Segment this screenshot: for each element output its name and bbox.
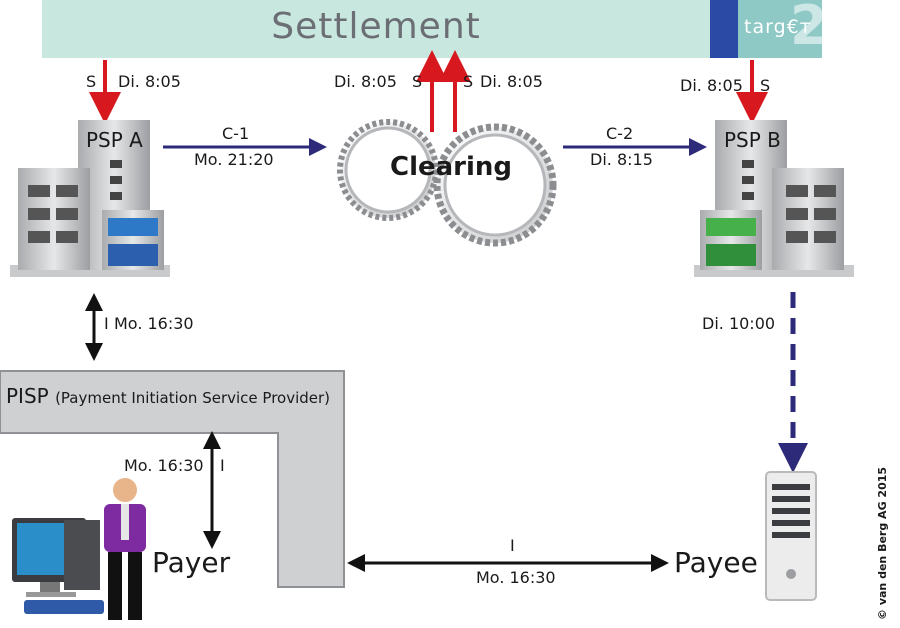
settlement-bar xyxy=(42,0,710,58)
c1-code: C-1 xyxy=(222,124,250,143)
target2-stripe xyxy=(710,0,738,58)
c2-time: Di. 8:15 xyxy=(590,150,653,169)
pisp-label: PISP (Payment Initiation Service Provide… xyxy=(6,384,330,408)
target2-logo xyxy=(738,0,822,58)
copyright-text: © van den Berg AG 2015 xyxy=(876,466,889,620)
psp-a-label: PSP A xyxy=(86,128,143,152)
payer-payee-time: Mo. 16:30 xyxy=(476,568,556,587)
psp-a-pisp-time: Mo. 16:30 xyxy=(114,314,194,333)
pisp-payer-code: I xyxy=(220,456,225,475)
psp-b-settle-time: Di. 8:05 xyxy=(680,76,743,95)
target2-logo-digit: 2 xyxy=(790,0,828,57)
pisp-box xyxy=(0,370,345,588)
target2-logo-text: targ€т xyxy=(744,16,812,38)
psp-a-pisp-code: I xyxy=(104,314,109,333)
payer-label: Payer xyxy=(152,546,231,579)
psp-b-payee-time: Di. 10:00 xyxy=(702,314,776,333)
psp-a-settle-time: Di. 8:05 xyxy=(118,72,181,91)
pisp-abbr: PISP xyxy=(6,384,49,408)
psp-a-settle-code: S xyxy=(86,72,97,91)
payer-person-icon xyxy=(104,478,146,620)
pisp-full-name: (Payment Initiation Service Provider) xyxy=(55,389,331,407)
payee-label: Payee xyxy=(674,546,758,579)
settlement-title: Settlement xyxy=(271,6,481,47)
clearing-gears-icon xyxy=(337,119,557,247)
clearing-label: Clearing xyxy=(390,152,513,182)
psp-a-building-icon xyxy=(10,120,170,277)
psp-b-settle-code: S xyxy=(760,76,771,95)
c1-time: Mo. 21:20 xyxy=(194,150,274,169)
clearing-settle-right-time: Di. 8:05 xyxy=(480,72,543,91)
psp-b-building-icon xyxy=(694,120,854,277)
clearing-settle-left-code: S xyxy=(412,72,423,91)
clearing-settle-left-time: Di. 8:05 xyxy=(334,72,397,91)
payee-server-icon xyxy=(765,471,817,601)
psp-b-label: PSP B xyxy=(724,128,781,152)
payer-payee-code: I xyxy=(510,536,515,555)
c2-code: C-2 xyxy=(606,124,634,143)
payer-computer-icon xyxy=(12,518,104,614)
pisp-payer-time: Mo. 16:30 xyxy=(124,456,204,475)
clearing-settle-right-code: S xyxy=(463,72,474,91)
